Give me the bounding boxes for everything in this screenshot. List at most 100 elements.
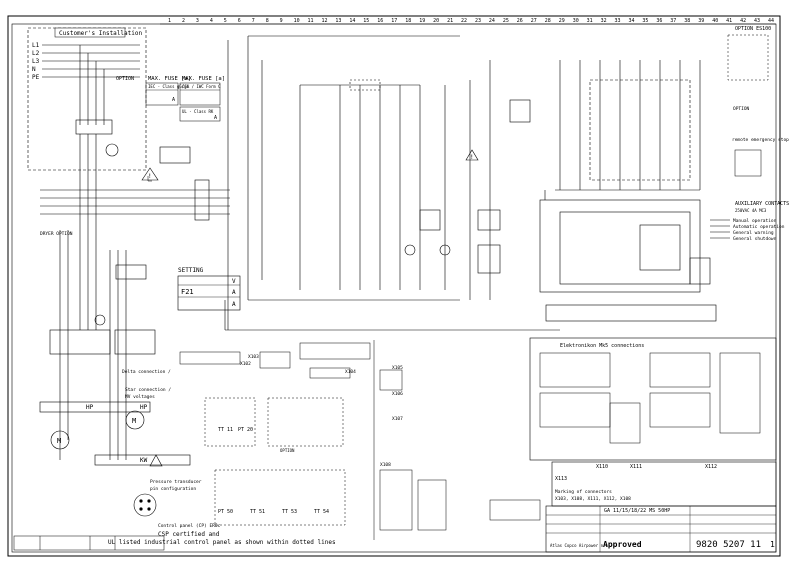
- option-label-top: OPTION: [116, 76, 134, 82]
- power-circuit-left: [39, 40, 230, 467]
- x110-label: X110: [596, 464, 608, 470]
- fuse-unit-right: A: [214, 115, 217, 121]
- elektronikon-connections-box: Elektronikon Mk5 connections: [529, 337, 777, 461]
- column-number: 42: [740, 18, 746, 24]
- main-fuse-tables: MAX. FUSE [a] MAX. FUSE [a] IEC - Class …: [145, 76, 225, 122]
- column-number: 14: [349, 18, 355, 24]
- hp-unit-motor: HP: [86, 404, 94, 411]
- motor-symbol-fan: M: [132, 417, 136, 425]
- option-right-2: OPTION: [733, 106, 750, 112]
- x104-label: X104: [345, 369, 356, 375]
- fuse-class-iec: IEC - Class gG/gL: [148, 84, 190, 89]
- max-fuse-left-label: MAX. FUSE [a]: [148, 76, 191, 82]
- setting-f21: F21: [181, 288, 194, 296]
- fuse-unit-left: A: [172, 97, 175, 103]
- control-panel-label: Control panel (CP) ER6c: [158, 523, 221, 529]
- tt51-label: TT 51: [250, 509, 265, 515]
- overload-setting-box: SETTING V F21 A A: [177, 267, 241, 311]
- column-number: 11: [308, 18, 314, 24]
- column-number: 41: [726, 18, 732, 24]
- pt20-label: PT 20: [238, 427, 253, 433]
- column-number: 38: [684, 18, 690, 24]
- column-number: 40: [712, 18, 718, 24]
- aux-automatic-operation: Automatic operation: [733, 224, 785, 230]
- customer-box-title: Customer's Installation: [59, 30, 142, 37]
- column-number: 21: [447, 18, 453, 24]
- max-fuse-right-label: MAX. FUSE [a]: [182, 76, 225, 82]
- approved-stamp: Approved: [603, 540, 642, 549]
- column-number: 7: [252, 18, 255, 24]
- setting-current-unit-2: A: [232, 301, 236, 308]
- column-number: 43: [754, 18, 760, 24]
- connector-blocks: [179, 340, 541, 540]
- kw-unit: KW: [140, 457, 148, 464]
- column-number: 10: [294, 18, 300, 24]
- mv-voltages-label: MV voltages: [125, 394, 155, 400]
- sheet-border: [7, 15, 781, 557]
- fuse-class-ul: UL - Class RK: [182, 109, 214, 114]
- aux-rating: 250VAC 4A MC3: [735, 208, 767, 213]
- connector-marking-box: X113 X111 X112 X110 Marking of connector…: [551, 461, 777, 507]
- option-pt-label: OPTION: [280, 448, 295, 453]
- pressure-transducer-label: Pressure transducer: [150, 479, 202, 485]
- dryer-option-label: DRYER OPTION: [40, 231, 73, 237]
- column-number: 22: [461, 18, 467, 24]
- column-number: 31: [587, 18, 593, 24]
- line-l1: L1: [32, 42, 40, 49]
- tt54-label: TT 54: [314, 509, 329, 515]
- marking-list: X103, X108, X111, X112, X108: [555, 496, 631, 502]
- line-l2: L2: [32, 50, 40, 57]
- option-es100: OPTION ES100: [735, 26, 771, 32]
- column-number: 29: [559, 18, 565, 24]
- inner-border: [11, 23, 777, 553]
- column-number: 16: [377, 18, 383, 24]
- aux-general-shutdown: General shutdown: [733, 236, 777, 242]
- x105-label: X105: [392, 365, 403, 371]
- column-number: 33: [615, 18, 621, 24]
- setting-current-unit-1: A: [232, 289, 236, 296]
- ul-note: UL listed industrial control panel as sh…: [108, 539, 336, 546]
- column-number: 20: [433, 18, 439, 24]
- pin-configuration-label: pin configuration: [150, 486, 196, 492]
- column-number: 39: [698, 18, 704, 24]
- aux-general-warning: General warning: [733, 230, 774, 236]
- column-number: 35: [642, 18, 648, 24]
- column-number: 30: [573, 18, 579, 24]
- column-number: 9: [280, 18, 283, 24]
- line-pe: PE: [32, 74, 40, 81]
- line-l3: L3: [32, 58, 40, 65]
- x112-label: X112: [705, 464, 717, 470]
- setting-label: SETTING: [178, 267, 204, 274]
- column-number: 32: [601, 18, 607, 24]
- column-number: 37: [670, 18, 676, 24]
- aux-contacts-title: AUXILIARY CONTACTS: [735, 201, 789, 207]
- revision-number: 1: [770, 540, 775, 549]
- x107-label: X107: [392, 416, 403, 422]
- column-number: 3: [196, 18, 199, 24]
- csp-note: CSP certified and: [158, 531, 220, 538]
- customer-installation-box: Customer's Installation L1 L2 L3 N PE: [27, 27, 147, 171]
- elektronikon-connections-title: Elektronikon Mk5 connections: [560, 343, 644, 349]
- setting-voltage-unit: V: [232, 278, 236, 285]
- column-number: 28: [545, 18, 551, 24]
- x103-label: X103: [248, 354, 259, 360]
- aux-manual-operation: Manual operation: [733, 218, 777, 224]
- column-number: 27: [531, 18, 537, 24]
- column-number: 8: [266, 18, 269, 24]
- title-block: GA 11/15/18/22 MS 50HP Approved 9820 520…: [545, 505, 777, 553]
- star-connection-label: Star connection /: [125, 387, 171, 393]
- column-number: 1: [168, 18, 171, 24]
- remote-stop-label: remote emergency stop: [732, 137, 789, 143]
- column-number: 18: [405, 18, 411, 24]
- drawing-number: 9820 5207 11: [696, 540, 761, 550]
- column-number: 44: [768, 18, 774, 24]
- x113-label: X113: [555, 476, 567, 482]
- column-number: 13: [335, 18, 341, 24]
- column-number: 26: [517, 18, 523, 24]
- delta-connection-label: Delta connection /: [122, 369, 171, 375]
- marking-title: Marking of connectors: [555, 489, 612, 495]
- fuse-class-csa: CSA / IWC Form C: [182, 84, 221, 89]
